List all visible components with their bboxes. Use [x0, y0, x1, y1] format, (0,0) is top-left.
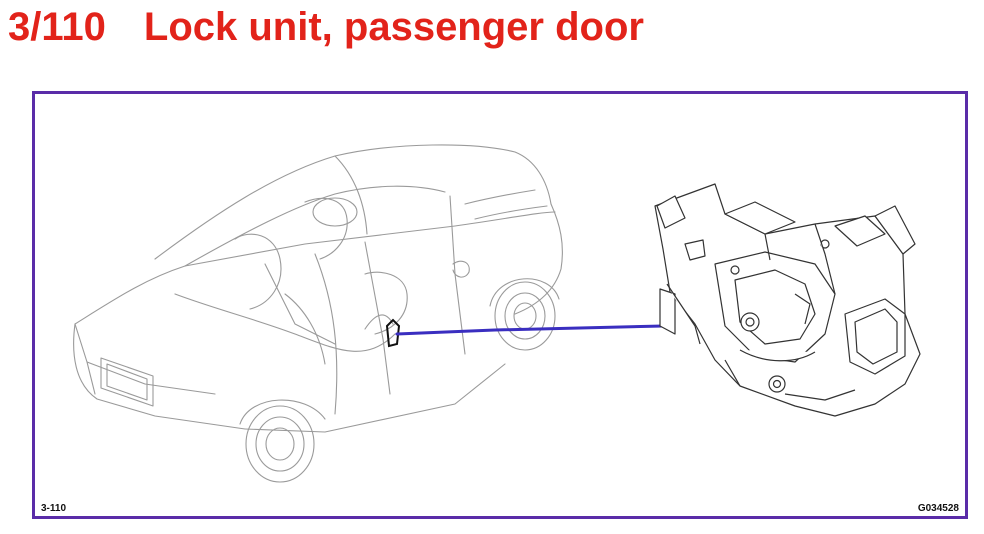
title-text: Lock unit, passenger door	[143, 5, 644, 49]
diagram-frame: 3-110 G034528	[32, 91, 968, 519]
page-title: 3/110 Lock unit, passenger door	[8, 2, 644, 52]
lock-unit-icon	[654, 183, 921, 417]
title-number: 3/110	[8, 5, 106, 49]
diagram-canvas	[73, 144, 921, 483]
car-line-drawing-icon	[73, 144, 563, 483]
figure-code-right: G034528	[917, 503, 959, 514]
leader-line	[395, 324, 665, 336]
figure-code-left: 3-110	[41, 503, 67, 514]
